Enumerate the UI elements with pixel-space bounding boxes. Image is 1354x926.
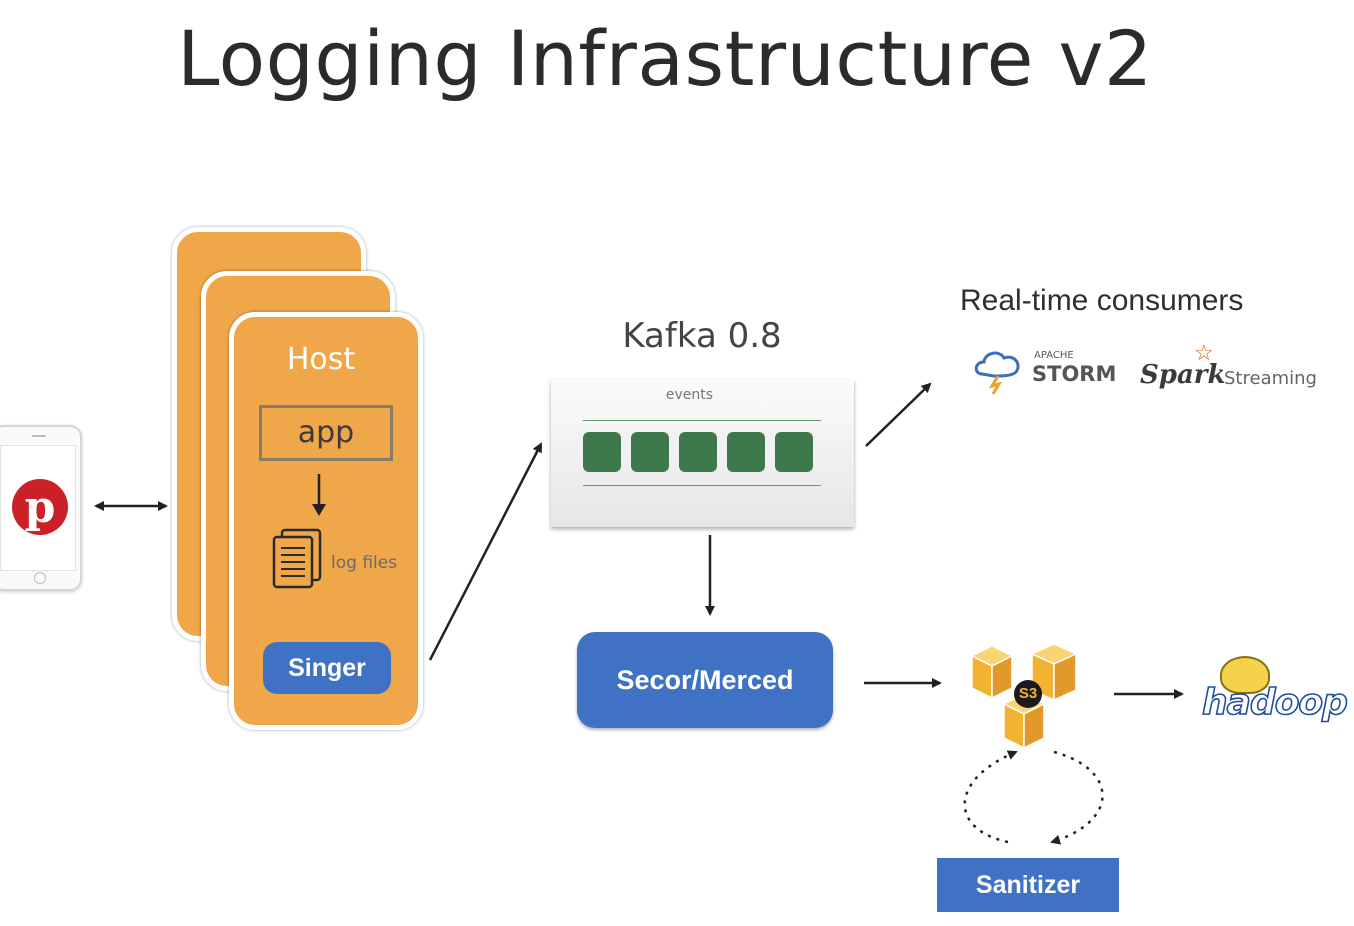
sanitizer-loop-right <box>1050 750 1104 845</box>
sanitizer-box: Sanitizer <box>937 858 1119 912</box>
event-cell <box>727 432 765 472</box>
phone-device: p <box>0 425 82 591</box>
log-files-icon <box>272 528 322 589</box>
singer-kafka-arrow <box>428 442 543 661</box>
page-title: Logging Infrastructure v2 <box>177 14 1153 103</box>
s3-label: S3 <box>1018 685 1038 702</box>
kafka-realtime-arrow <box>865 382 932 447</box>
events-label: events <box>665 387 714 403</box>
spark-logo-text: Spark <box>1140 360 1226 390</box>
event-cell <box>775 432 813 472</box>
storm-logo-text: STORM <box>1032 362 1117 386</box>
pinterest-logo-icon: p <box>12 479 68 535</box>
spark-star-icon: ☆ <box>1194 340 1214 365</box>
storm-apache-label: APACHE <box>1034 350 1074 361</box>
event-cell <box>583 432 621 472</box>
s3-bucket-icon <box>970 643 1078 750</box>
phone-speaker <box>32 435 46 437</box>
event-cell <box>679 432 717 472</box>
event-cell <box>631 432 669 472</box>
spark-streaming-label: Streaming <box>1224 368 1317 389</box>
kafka-box: events <box>551 380 854 527</box>
hadoop-elephant-icon <box>1220 656 1270 694</box>
events-top-line <box>583 420 821 421</box>
hadoop-logo-text: hadoop <box>1201 681 1349 724</box>
app-logfiles-arrow <box>312 474 326 516</box>
kafka-label: Kafka 0.8 <box>622 316 782 356</box>
sanitizer-loop-left <box>963 750 1018 844</box>
app-box: app <box>259 405 393 461</box>
events-bottom-line <box>583 485 821 486</box>
host-label: Host <box>286 342 356 377</box>
phone-home-button <box>34 572 46 584</box>
event-queue <box>583 432 823 474</box>
log-files-label: log files <box>331 553 398 573</box>
storm-cloud-icon <box>974 351 1020 395</box>
realtime-consumers-label: Real-time consumers <box>960 284 1244 317</box>
secor-merced-box: Secor/Merced <box>577 632 833 728</box>
singer-box: Singer <box>263 642 391 694</box>
